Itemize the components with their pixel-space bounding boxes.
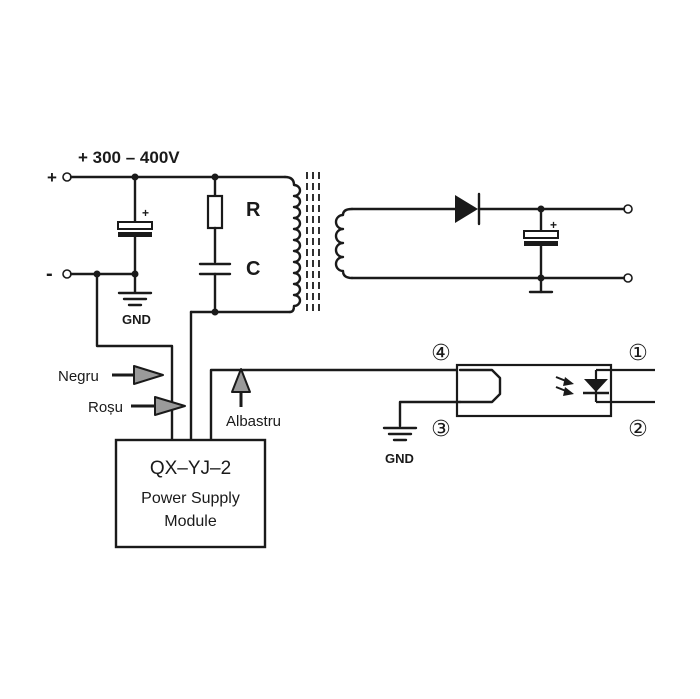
ground-label-left: GND	[122, 312, 151, 327]
output-negative-terminal	[623, 273, 633, 283]
output-positive-terminal	[623, 204, 633, 214]
supply-voltage-label: + 300 – 400V	[78, 148, 180, 167]
optocoupler	[455, 363, 613, 418]
ground-label-right: GND	[385, 451, 414, 466]
snubber-resistor	[206, 175, 224, 264]
arrow-right-icon	[112, 365, 164, 385]
light-emission-icon	[555, 376, 574, 396]
pin-2-label: ②	[628, 417, 648, 442]
output-capacitor: +	[523, 207, 559, 294]
plus-terminal-label: +	[47, 168, 57, 187]
red-wire-label: Roșu	[88, 399, 123, 416]
snubber-capacitor	[198, 262, 232, 314]
diode-icon	[455, 192, 481, 226]
pin-1-label: ①	[628, 341, 648, 366]
blue-wire	[209, 368, 462, 442]
ground-icon	[117, 291, 153, 307]
pin-3-label: ③	[431, 417, 451, 442]
ground-wire	[398, 400, 462, 428]
black-wire-label: Negru	[58, 368, 99, 385]
svg-text:+: +	[550, 218, 557, 232]
resistor-label: R	[246, 199, 261, 221]
power-supply-module	[114, 438, 267, 549]
capacitor-label: C	[246, 258, 260, 280]
phototransistor-icon	[458, 368, 502, 404]
arrow-right-icon	[131, 396, 186, 416]
blue-wire-label: Albastru	[226, 413, 281, 430]
module-model-label: QX–YJ–2	[150, 458, 231, 479]
svg-text:+: +	[142, 206, 149, 220]
filter-capacitor: +	[117, 175, 153, 294]
led-icon	[583, 368, 655, 404]
black-wire	[95, 272, 174, 442]
transformer-secondary-coil	[334, 207, 354, 280]
pin-4-label: ④	[431, 341, 451, 366]
module-description-line1: Power Supply	[141, 490, 240, 507]
module-description-line2: Module	[164, 513, 217, 530]
arrow-up-icon	[231, 368, 251, 407]
transformer-core	[306, 172, 320, 312]
transformer-primary-coil	[283, 175, 302, 314]
ground-icon	[382, 426, 418, 442]
minus-terminal-label: -	[46, 263, 53, 285]
